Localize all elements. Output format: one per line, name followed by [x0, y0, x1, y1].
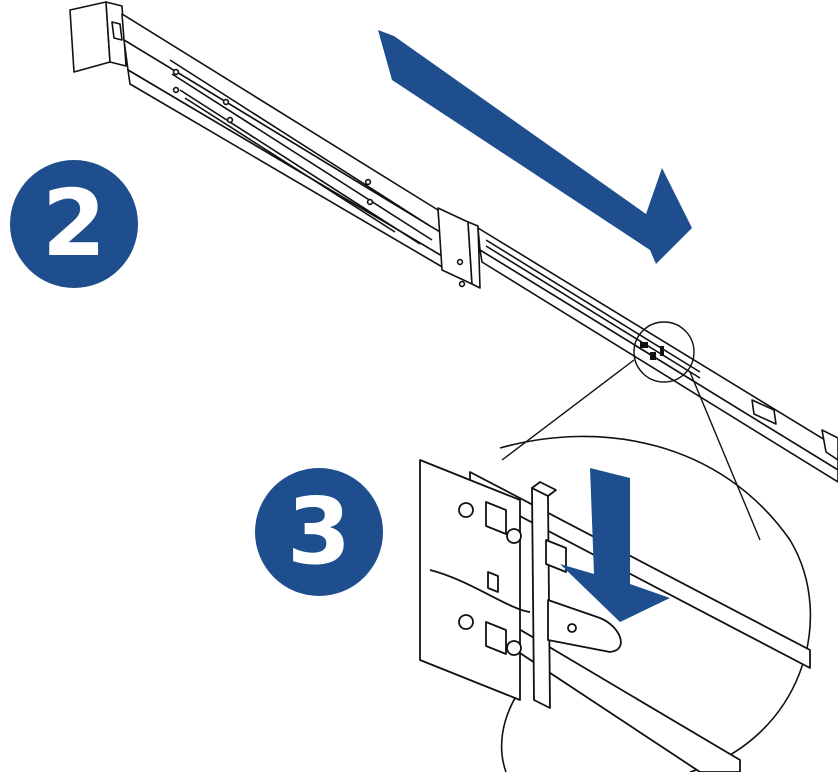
step-badge-2-circle	[10, 160, 138, 288]
step-number: 2	[41, 170, 106, 277]
step-badge-3: 3	[255, 468, 383, 596]
zoom-circle	[499, 321, 812, 772]
arrow-right-down-icon	[378, 30, 692, 264]
press-arrow	[560, 468, 670, 622]
step-number: 3	[286, 478, 351, 585]
step-badge-3-circle	[255, 468, 383, 596]
latch-detail	[419, 459, 811, 772]
slide-rail	[69, 1, 838, 483]
step-badge-2: 2	[10, 160, 138, 288]
rail-release-latch	[640, 342, 664, 360]
slide-arrow	[378, 30, 692, 264]
arrow-down-icon	[560, 468, 670, 622]
